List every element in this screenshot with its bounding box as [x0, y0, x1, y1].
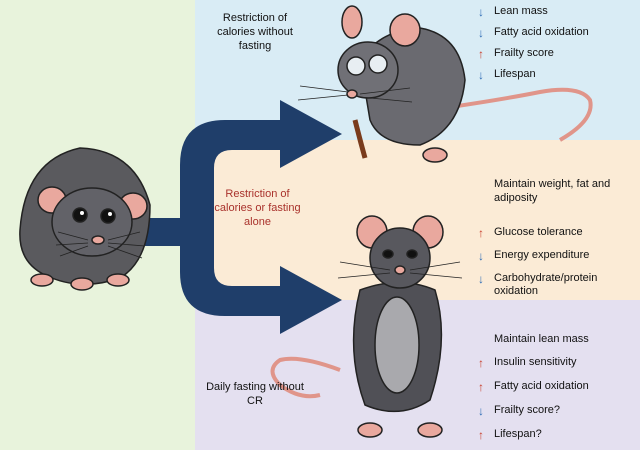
arrow-down-icon: ↓	[478, 5, 484, 19]
mouse-left-paw-right	[70, 277, 94, 291]
effect-text: Frailty score	[494, 47, 554, 59]
arrow-down-icon: ↓	[478, 26, 484, 40]
mouse-bottom-nose	[394, 265, 406, 275]
effect-text: Fatty acid oxidation	[494, 379, 589, 392]
mouse-top-ear-right	[389, 13, 421, 47]
effect-item: ↑ Fatty acid oxidation	[478, 380, 589, 395]
effect-item: Maintain weight, fat and adiposity	[478, 178, 624, 206]
effect-text: Maintain lean mass	[494, 333, 589, 345]
mouse-top-glasses-left	[346, 56, 366, 76]
mouse-top-tail	[429, 87, 593, 142]
branch-arrow-shape	[130, 100, 342, 334]
effect-text: Maintain weight, fat and adiposity	[494, 178, 611, 204]
mouse-bottom-foot-left	[357, 422, 383, 438]
mouse-bottom-standing	[270, 215, 463, 438]
mouse-top-cane	[352, 119, 368, 159]
mouse-top-old	[297, 5, 593, 163]
effect-text: Insulin sensitivity	[494, 355, 577, 368]
effect-item: ↓ Fatty acid oxidation	[478, 26, 589, 47]
mouse-left-eye-left	[72, 207, 88, 223]
branch-arrow	[130, 100, 342, 334]
arrow-up-icon: ↑	[478, 47, 484, 61]
arrow-up-icon: ↑	[478, 379, 484, 394]
effect-item: Maintain lean mass	[478, 333, 589, 347]
mouse-left	[19, 147, 151, 291]
mouse-bottom-eye-right	[406, 249, 418, 259]
mouse-top-foot	[422, 147, 448, 163]
mouse-left-paw-left	[30, 273, 54, 287]
mouse-bottom-tail	[270, 356, 341, 399]
label-daily-fasting-without-cr: Daily fasting without CR	[206, 381, 304, 407]
arrow-down-icon: ↓	[478, 68, 484, 82]
effect-text: Frailty score?	[494, 403, 561, 416]
effect-item: ↑ Lifespan?	[478, 428, 589, 443]
arrow-down-icon: ↓	[478, 271, 484, 286]
mouse-top-whiskers	[297, 85, 413, 103]
effect-text: Carbohydrate/protein oxidation	[494, 271, 598, 298]
arrow-down-icon: ↓	[478, 403, 484, 418]
effect-text: Lifespan	[494, 68, 536, 80]
mouse-left-paw-back	[106, 273, 130, 287]
mouse-left-eye-shine-right	[108, 212, 112, 216]
mouse-bottom-foot-right	[417, 422, 443, 438]
label-restriction-or-fasting-alone: Restriction of calories or fasting alone	[214, 188, 301, 228]
effect-item: ↑ Glucose tolerance	[478, 226, 624, 241]
mouse-top-nose	[346, 89, 358, 99]
label-calorie-restriction-without-fasting: Restriction of calories without fasting	[217, 12, 293, 52]
effect-item: ↓ Energy expenditure	[478, 249, 624, 264]
effect-item: ↑ Insulin sensitivity	[478, 356, 589, 371]
effect-text: Lifespan?	[494, 427, 542, 440]
mouse-top-glasses-right	[368, 54, 388, 74]
arrow-down-icon: ↓	[478, 248, 484, 263]
mouse-left-head	[51, 187, 133, 257]
effect-text: Fatty acid oxidation	[494, 26, 589, 38]
mouse-left-nose	[91, 235, 105, 245]
mouse-bottom-head	[369, 227, 431, 289]
arrow-up-icon: ↑	[478, 225, 484, 240]
effect-item: ↓ Frailty score?	[478, 404, 589, 419]
effects-list-middle: Maintain weight, fat and adiposity ↑ Gluco…	[478, 178, 624, 315]
effect-item: ↑ Frailty score	[478, 47, 589, 68]
effect-text: Glucose tolerance	[494, 225, 583, 238]
mouse-bottom-belly	[374, 296, 420, 394]
effect-item: ↓ Lean mass	[478, 5, 589, 26]
mouse-top-ear-left	[341, 5, 363, 39]
mouse-left-whiskers	[55, 231, 146, 259]
arrow-up-icon: ↑	[478, 427, 484, 442]
mouse-left-eye-shine-left	[80, 211, 84, 215]
arrow-up-icon: ↑	[478, 355, 484, 370]
mouse-bottom-whiskers	[337, 261, 463, 279]
effects-list-top: ↓ Lean mass ↓ Fatty acid oxidation ↑ Frailty …	[478, 5, 589, 89]
mouse-left-eye-right	[100, 208, 116, 224]
effect-text: Energy expenditure	[494, 248, 590, 261]
effect-item: ↓ Lifespan	[478, 68, 589, 89]
mouse-top-head	[337, 41, 399, 99]
effect-text: Lean mass	[494, 5, 548, 17]
mouse-bottom-eye-left	[382, 249, 394, 259]
effects-list-bottom: Maintain lean mass ↑ Insulin sensitivity ↑ F…	[478, 333, 589, 450]
effect-item: ↓ Carbohydrate/protein oxidation	[478, 272, 624, 300]
